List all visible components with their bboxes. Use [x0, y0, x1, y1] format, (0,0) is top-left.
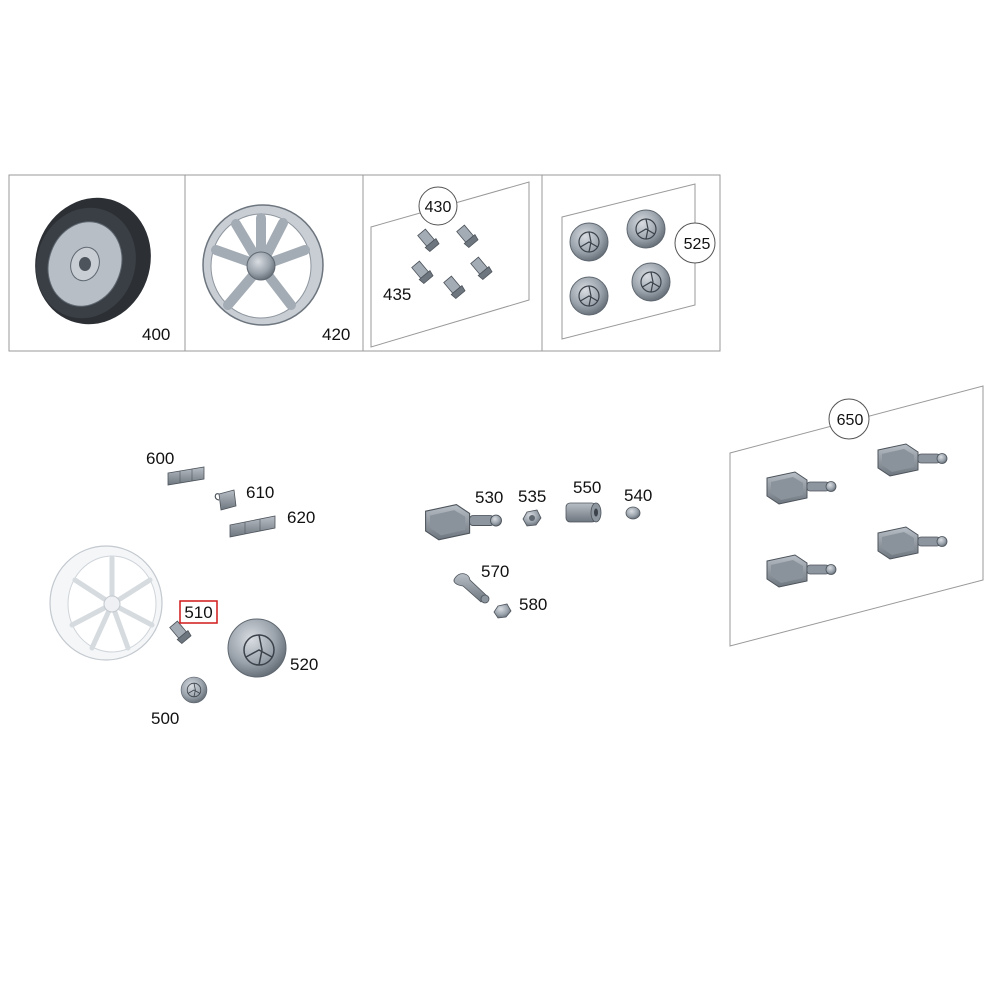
callout-circle-650	[828, 398, 870, 440]
part-number-570: 570	[481, 562, 509, 581]
part-number-550: 550	[573, 478, 601, 497]
part-610[interactable]: 610	[214, 483, 274, 511]
highlight-box-510	[179, 600, 218, 624]
part-550[interactable]: 550	[565, 478, 602, 523]
valve-cap-540	[625, 506, 641, 520]
part-number-580: 580	[519, 595, 547, 614]
part-510[interactable]: 510	[167, 600, 218, 645]
callout-circle-525	[674, 222, 716, 264]
panel-430[interactable]: 430 435	[370, 181, 530, 348]
panel-420[interactable]: 420	[202, 204, 350, 344]
part-number-500: 500	[151, 709, 179, 728]
part-number-400: 400	[142, 325, 170, 344]
cap-icons	[569, 209, 671, 316]
part-number-420: 420	[322, 325, 350, 344]
part-number-610: 610	[246, 483, 274, 502]
part-number-650: 650	[837, 412, 864, 429]
callout-circle-430	[418, 186, 458, 226]
part-number-620: 620	[287, 508, 315, 527]
part-580[interactable]: 580	[493, 595, 547, 619]
clip-weight-610	[214, 489, 237, 511]
part-number-540: 540	[624, 486, 652, 505]
part-number-520: 520	[290, 655, 318, 674]
valve-sleeve-550	[565, 502, 602, 523]
part-number-430: 430	[425, 199, 452, 216]
part-540[interactable]: 540	[624, 486, 652, 520]
part-530[interactable]: 530	[425, 488, 504, 541]
part-500[interactable]: 500	[151, 676, 208, 728]
valve-nut-535	[522, 509, 542, 527]
part-520[interactable]: 520	[227, 618, 318, 678]
cap-set-plate	[561, 183, 696, 340]
adhesive-weight-600	[167, 466, 205, 486]
part-number-525: 525	[684, 236, 711, 253]
hub-cap-520	[227, 618, 287, 678]
center-cap-500	[180, 676, 208, 704]
part-600[interactable]: 600	[146, 449, 205, 486]
panel-400[interactable]: 400	[18, 181, 171, 344]
rim-reference-illustration	[49, 545, 163, 661]
valve-stem-570	[453, 573, 490, 604]
part-535[interactable]: 535	[518, 487, 546, 527]
sensor-set-icons	[766, 443, 948, 588]
sensor-set-plate	[729, 385, 984, 647]
spare-wheel-illustration	[35, 197, 151, 325]
panel-525[interactable]: 525	[561, 183, 716, 340]
part-number-435: 435	[383, 285, 411, 304]
valve-nut-580	[493, 603, 512, 619]
top-panel-frame	[8, 174, 721, 352]
part-number-535: 535	[518, 487, 546, 506]
part-620[interactable]: 620	[229, 508, 315, 538]
part-number-510: 510	[184, 603, 212, 622]
pressure-sensor-530	[425, 504, 503, 541]
bolt-icons	[409, 223, 494, 300]
alloy-wheel-illustration	[202, 204, 324, 326]
part-number-530: 530	[475, 488, 503, 507]
part-570[interactable]: 570	[453, 562, 509, 604]
bolt-set-plate	[370, 181, 530, 348]
part-650[interactable]: 650	[729, 385, 984, 647]
part-number-600: 600	[146, 449, 174, 468]
adhesive-weight-620	[229, 515, 276, 538]
